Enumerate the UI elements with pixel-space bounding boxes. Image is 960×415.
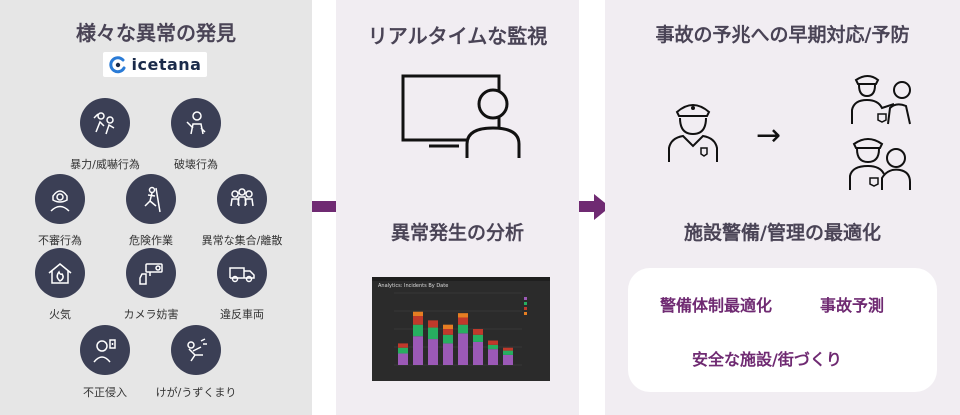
dashboard-bar-segment (413, 324, 423, 337)
dashboard-legend-swatch (524, 312, 527, 315)
dashboard-bar-segment (503, 347, 513, 351)
camera-block-icon (126, 248, 176, 298)
subtitle-optimization: 施設警備/管理の最適化 (684, 222, 881, 244)
dashboard-bar-segment (428, 339, 438, 365)
dashboard-bar-segment (503, 354, 513, 365)
dashboard-bar-segment (473, 329, 483, 335)
dashboard-chart (394, 292, 527, 366)
dashboard-bar-segment (458, 324, 468, 334)
dashboard-legend-swatch (524, 302, 527, 305)
dashboard-bar-segment (443, 334, 453, 344)
caption-injury: けが/うずくまり (155, 386, 237, 399)
fire-icon (35, 248, 85, 298)
response-safe-city: 安全な施設/街づくり (692, 350, 842, 369)
dashboard-legend-swatch (524, 297, 527, 300)
guard-with-person-icon (849, 138, 911, 190)
suspicious-person-icon (35, 174, 85, 224)
subtitle-analysis: 異常発生の分析 (390, 222, 524, 244)
dashboard-topbar (372, 277, 550, 281)
flow-arrow-shaft (579, 201, 595, 212)
dashboard-bar-segment (458, 333, 468, 365)
caption-intrusion: 不正侵入 (83, 386, 127, 399)
dashboard-bar-segment (443, 329, 453, 335)
panel-anomaly-detection: 様々な異常の発見 icetana 暴力/威嚇行為 破壊行為 不審行為 危険作業 … (0, 0, 312, 415)
icetana-logo-text: icetana (131, 55, 202, 74)
panel-title-anomaly: 様々な異常の発見 (76, 21, 236, 45)
response-security-optimization: 警備体制最適化 (660, 296, 773, 315)
dashboard-bar-segment (488, 349, 498, 365)
dashboard-bar-segment (413, 316, 423, 325)
response-accident-prediction: 事故予測 (820, 296, 885, 315)
dashboard-bar-segment (458, 313, 468, 318)
dashboard-bar-segment (398, 347, 408, 354)
response-box: 警備体制最適化 事故予測 安全な施設/街づくり (628, 268, 937, 392)
caption-suspicious: 不審行為 (38, 234, 82, 247)
dashboard-bar-segment (458, 317, 468, 325)
dashboard-bar-segment (398, 343, 408, 348)
transition-arrow-icon: → (756, 118, 782, 153)
dashboard-bar-segment (473, 334, 483, 342)
connector-bar (312, 201, 336, 212)
fall-hazard-icon (126, 174, 176, 224)
dashboard-legend-swatch (524, 307, 527, 310)
dashboard-bar-segment (488, 344, 498, 350)
dashboard-bar-segment (443, 343, 453, 365)
analytics-dashboard: Analytics: Incidents By Date (372, 277, 550, 381)
panel-title-response: 事故の予兆への早期対応/予防 (655, 24, 910, 46)
caption-violence: 暴力/威嚇行為 (70, 158, 140, 171)
caption-fire: 火気 (49, 308, 71, 321)
dashboard-bar-segment (413, 311, 423, 317)
caption-vandalism: 破壊行為 (174, 158, 218, 171)
dashboard-bar-segment (428, 320, 438, 328)
dashboard-bar-segment (398, 353, 408, 365)
vandalism-icon (171, 98, 221, 148)
caption-camera: カメラ妨害 (123, 308, 179, 321)
icetana-logo: icetana (103, 52, 207, 77)
dashboard-bar-segment (473, 341, 483, 365)
caption-vehicle: 違反車両 (220, 308, 264, 321)
dashboard-bar-segment (413, 336, 423, 365)
dashboard-title: Analytics: Incidents By Date (378, 283, 449, 289)
guard-assisting-person-icon (851, 75, 911, 125)
caption-crowd: 異常な集合/離散 (201, 234, 283, 247)
injury-icon (171, 325, 221, 375)
crowd-icon (217, 174, 267, 224)
caption-hazard: 危険作業 (129, 234, 173, 247)
panel-title-realtime: リアルタイムな監視 (367, 24, 548, 48)
dashboard-bar-segment (443, 324, 453, 329)
vehicle-icon (217, 248, 267, 298)
monitor-operator-icon (401, 74, 521, 158)
dashboard-bar-segment (428, 327, 438, 340)
icetana-logo-mark-icon (108, 55, 126, 73)
violence-icon (80, 98, 130, 148)
security-guard-icon (668, 104, 718, 162)
dashboard-bar-segment (503, 350, 513, 355)
intrusion-icon (80, 325, 130, 375)
dashboard-bar-segment (488, 340, 498, 345)
